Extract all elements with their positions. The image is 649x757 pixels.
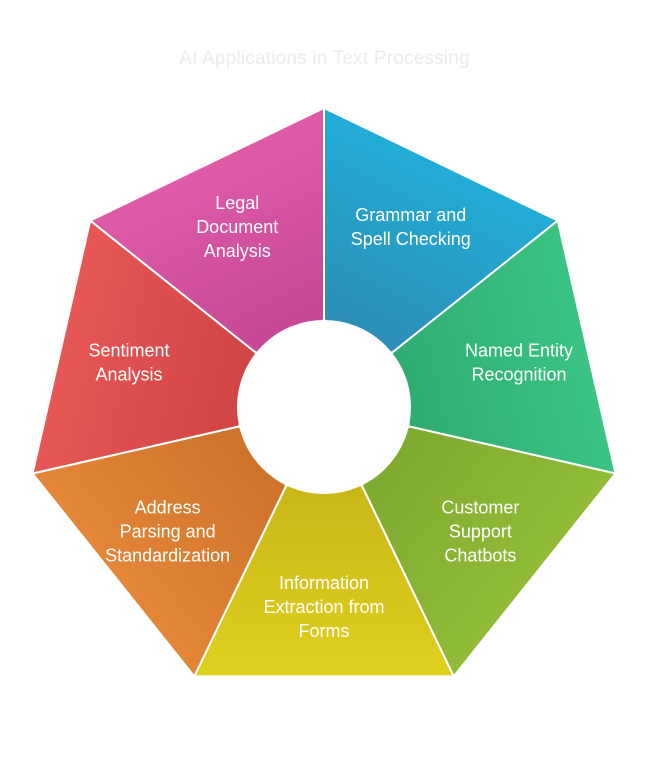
segment-label-line: Document xyxy=(196,217,278,237)
diagram-title: AI Applications in Text Processing xyxy=(179,48,470,69)
segment-label-line: Information xyxy=(279,573,369,593)
segment-label-line: Forms xyxy=(299,621,350,641)
segment-label-line: Recognition xyxy=(471,364,566,384)
segment-label-line: Spell Checking xyxy=(351,229,471,249)
segment-label-line: Analysis xyxy=(95,364,162,384)
segment-label-line: Sentiment xyxy=(88,340,169,360)
segment-label-line: Standardization xyxy=(105,546,230,566)
segment-label-line: Grammar and xyxy=(355,205,466,225)
center-hole xyxy=(237,320,411,494)
segment-label-line: Customer xyxy=(441,498,519,518)
segment-label-line: Named Entity xyxy=(465,340,573,360)
segment-label-line: Address xyxy=(135,498,201,518)
segment-label-line: Extraction from xyxy=(263,597,384,617)
segment-label-line: Parsing and xyxy=(120,522,216,542)
segment-label-line: Chatbots xyxy=(444,546,516,566)
segment-label-line: Analysis xyxy=(204,241,271,261)
segment-label-line: Support xyxy=(449,522,512,542)
segment-label-line: Legal xyxy=(215,193,259,213)
